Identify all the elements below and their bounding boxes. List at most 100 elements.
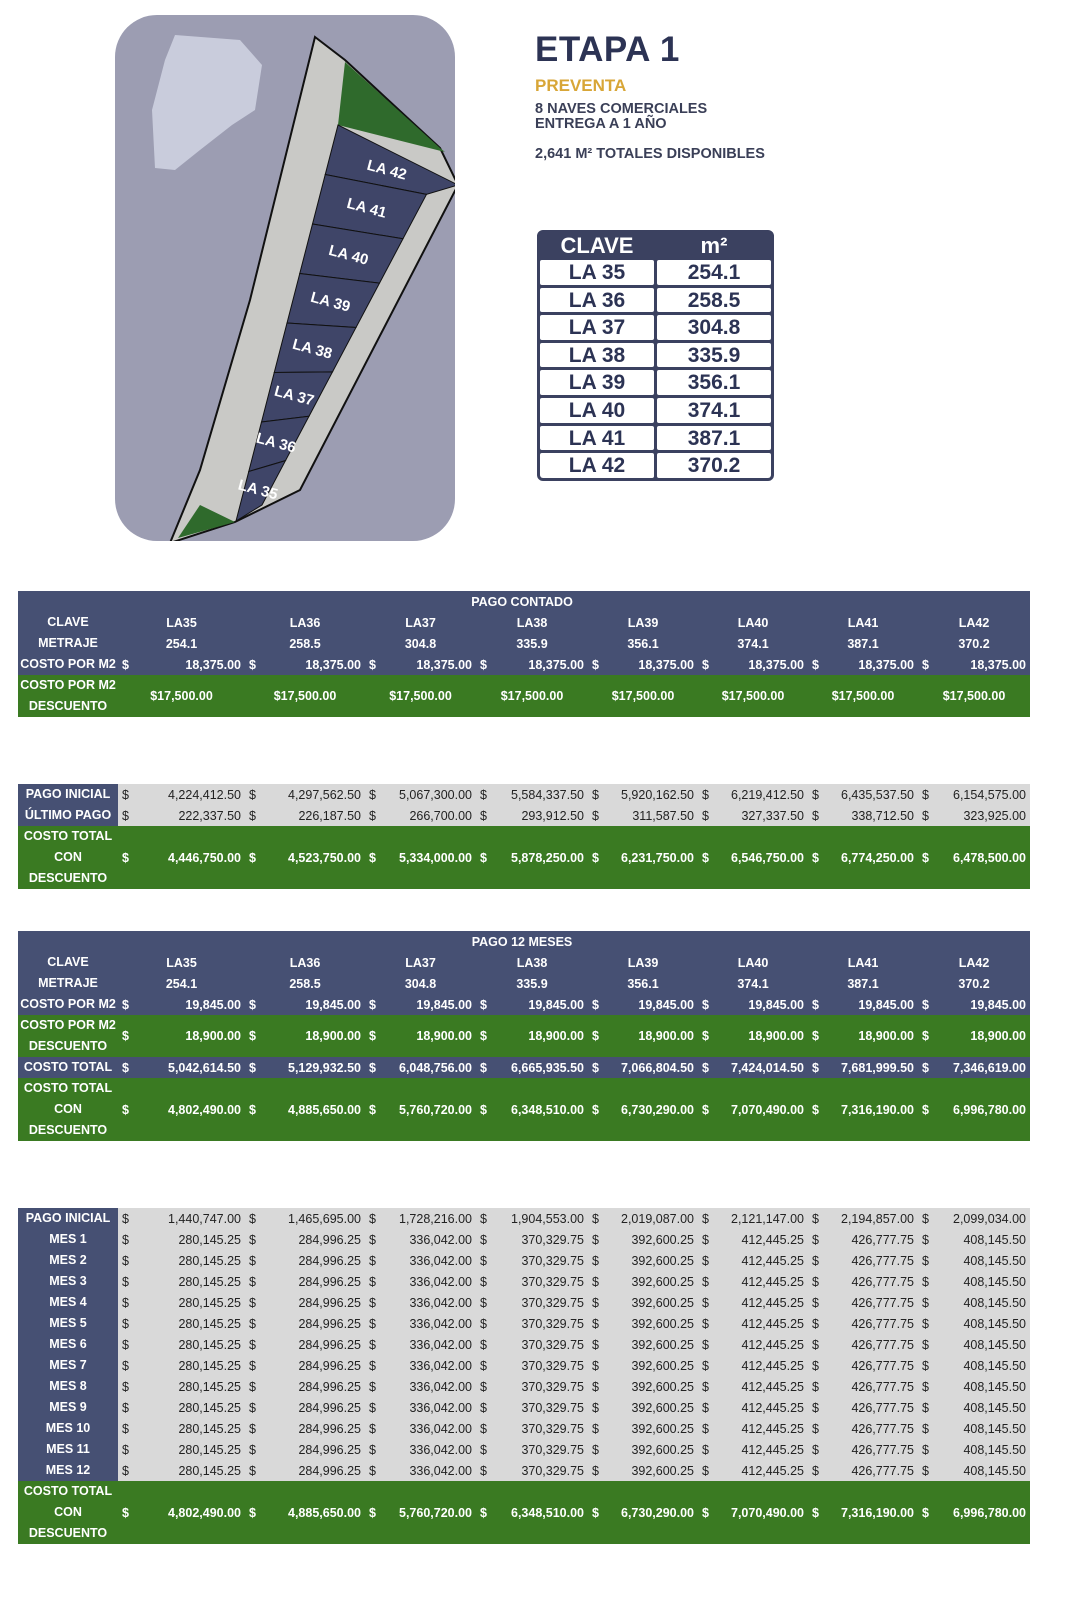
currency-sign: $ — [812, 997, 819, 1012]
money-cell: $7,316,190.00 — [808, 1481, 918, 1544]
amount: 370,329.75 — [521, 1295, 584, 1310]
currency-sign: $ — [122, 1505, 129, 1520]
currency-sign: $ — [592, 1337, 599, 1352]
money-cell: $280,145.25 — [118, 1418, 245, 1439]
currency-sign: $ — [812, 1400, 819, 1415]
value-cell: 254.1 — [165, 976, 198, 991]
amount: 370,329.75 — [521, 1316, 584, 1331]
value-cell: LA41 — [847, 955, 879, 970]
value-cell: 254.1 — [165, 636, 198, 651]
currency-sign: $ — [369, 1029, 376, 1043]
amount: 370,329.75 — [521, 1421, 584, 1436]
money-cell: $18,900.00 — [588, 1015, 698, 1057]
currency-sign: $ — [122, 1232, 129, 1247]
amount: 2,121,147.00 — [731, 1211, 804, 1226]
currency-sign: $ — [812, 1102, 819, 1117]
money-cell: $408,145.50 — [918, 1250, 1030, 1271]
money-cell: $426,777.75 — [808, 1229, 918, 1250]
currency-sign: $ — [369, 1379, 376, 1394]
costo-descuento-row: COSTO POR M2 DESCUENTO$18,900.00$18,900.… — [18, 1015, 1030, 1057]
money-cell: $280,145.25 — [118, 1460, 245, 1481]
currency-sign: $ — [480, 1442, 487, 1457]
value-cell: LA42 — [958, 615, 990, 630]
currency-sign: $ — [922, 1400, 929, 1415]
title-row: PAGO CONTADO — [18, 591, 1030, 612]
currency-sign: $ — [592, 808, 599, 823]
amount: 426,777.75 — [851, 1274, 914, 1289]
row-label: METRAJE — [38, 636, 98, 650]
header-cell: CLAVE — [540, 233, 654, 258]
currency-sign: $ — [812, 808, 819, 823]
money-cell: $4,802,490.00 — [118, 1481, 245, 1544]
row-label: METRAJE — [38, 976, 98, 990]
money-cell: $392,600.25 — [588, 1439, 698, 1460]
currency-sign: $ — [369, 808, 376, 823]
currency-sign: $ — [480, 1102, 487, 1117]
stage-header: ETAPA 1 PREVENTA 8 NAVES COMERCIALES ENT… — [535, 30, 765, 162]
money-cell: $338,712.50 — [808, 805, 918, 826]
currency-sign: $ — [369, 1463, 376, 1478]
lot-la35 — [235, 459, 287, 523]
amount: 426,777.75 — [851, 1358, 914, 1373]
currency-sign: $ — [480, 1295, 487, 1310]
amount: 408,145.50 — [963, 1253, 1026, 1268]
money-cell: $4,446,750.00 — [118, 826, 245, 889]
amount: 18,900.00 — [185, 1029, 241, 1043]
amount: 18,900.00 — [528, 1029, 584, 1043]
amount: 6,996,780.00 — [953, 1505, 1026, 1520]
amount: 392,600.25 — [631, 1232, 694, 1247]
money-cell: $6,730,290.00 — [588, 1078, 698, 1141]
amount: 280,145.25 — [178, 1253, 241, 1268]
money-cell: $6,996,780.00 — [918, 1481, 1030, 1544]
amount: 392,600.25 — [631, 1316, 694, 1331]
currency-sign: $ — [592, 1379, 599, 1394]
currency-sign: $ — [249, 1337, 256, 1352]
amount: 408,145.50 — [963, 1295, 1026, 1310]
row-label: MES 2 — [18, 1250, 118, 1271]
amount: 1,465,695.00 — [288, 1211, 361, 1226]
currency-sign: $ — [480, 1358, 487, 1373]
currency-sign: $ — [702, 657, 709, 672]
currency-sign: $ — [249, 1379, 256, 1394]
currency-sign: $ — [122, 787, 129, 802]
money-cell: $336,042.00 — [365, 1418, 476, 1439]
amount: 5,920,162.50 — [621, 787, 694, 802]
money-cell: $222,337.50 — [118, 805, 245, 826]
amount: 280,145.25 — [178, 1442, 241, 1457]
money-cell: $280,145.25 — [118, 1229, 245, 1250]
currency-sign: $ — [812, 1029, 819, 1043]
money-cell: $4,802,490.00 — [118, 1078, 245, 1141]
currency-sign: $ — [702, 1505, 709, 1520]
currency-sign: $ — [122, 1102, 129, 1117]
currency-sign: $ — [480, 1337, 487, 1352]
amount: 412,445.25 — [741, 1337, 804, 1352]
amount: 5,129,932.50 — [288, 1060, 361, 1075]
currency-sign: $ — [592, 1029, 599, 1043]
total-area: 2,641 M² TOTALES DISPONIBLES — [535, 146, 765, 162]
amount: 284,996.25 — [298, 1274, 361, 1289]
currency-sign: $ — [922, 1295, 929, 1310]
amount: 19,845.00 — [638, 997, 694, 1012]
amount: 2,019,087.00 — [621, 1211, 694, 1226]
amount: 6,478,500.00 — [953, 850, 1026, 865]
description-line-2: ENTREGA A 1 AÑO — [535, 116, 667, 132]
money-cell: $408,145.50 — [918, 1229, 1030, 1250]
money-cell: $280,145.25 — [118, 1292, 245, 1313]
currency-sign: $ — [249, 1102, 256, 1117]
row-label: COSTO POR M2 DESCUENTO — [20, 678, 116, 713]
currency-sign: $ — [480, 850, 487, 865]
money-cell: $408,145.50 — [918, 1439, 1030, 1460]
amount: 426,777.75 — [851, 1400, 914, 1415]
amount: 6,730,290.00 — [621, 1505, 694, 1520]
amount: 327,337.50 — [741, 808, 804, 823]
currency-sign: $ — [922, 1358, 929, 1373]
currency-sign: $ — [480, 997, 487, 1012]
amount: 6,231,750.00 — [621, 850, 694, 865]
currency-sign: $ — [812, 1463, 819, 1478]
row-label: COSTO TOTAL — [23, 1060, 113, 1074]
value-cell: 304.8 — [404, 636, 437, 651]
amount: 370,329.75 — [521, 1253, 584, 1268]
